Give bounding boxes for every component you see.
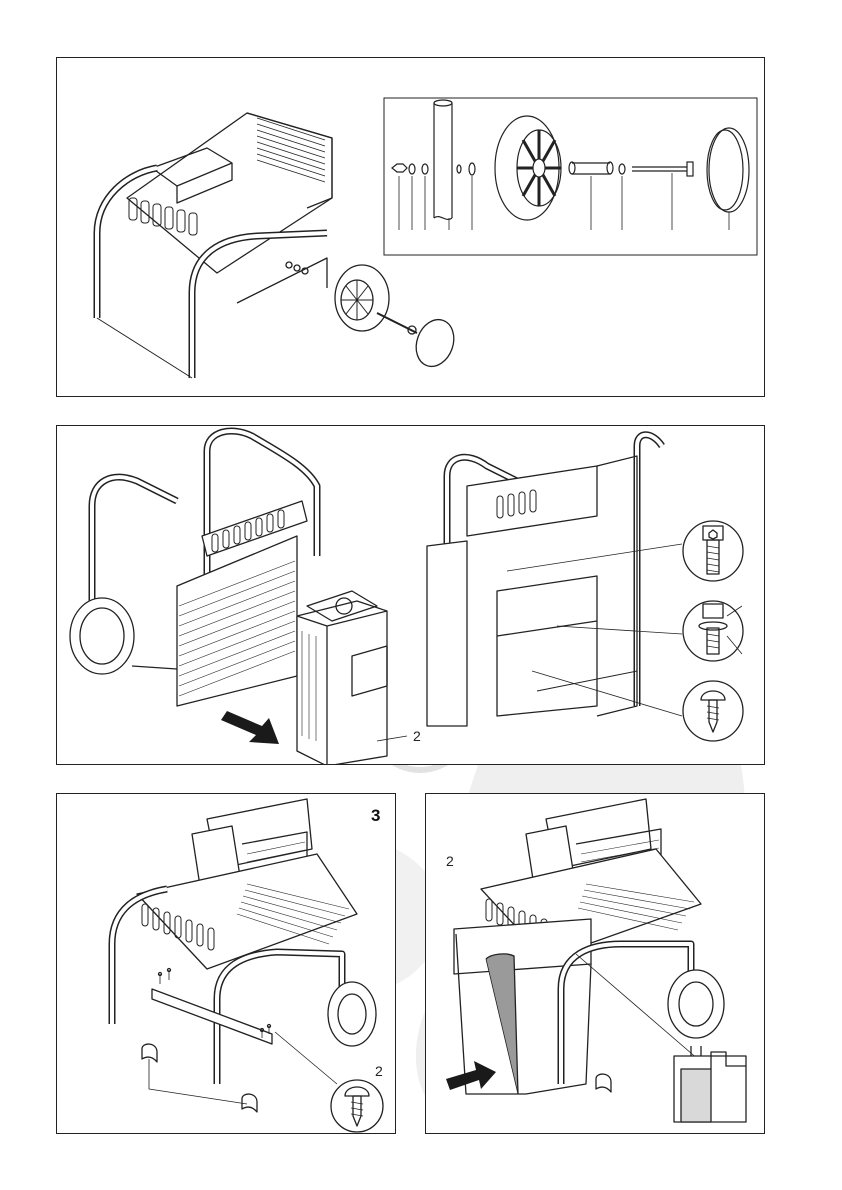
part-label-2: 2 [413, 729, 421, 743]
cap-screw-icon [683, 521, 743, 581]
remove-box-drawing [57, 426, 765, 765]
panel-remove-box: 2 [56, 425, 765, 765]
arrow-icon [221, 711, 279, 744]
self-tapping-screw-icon [683, 681, 743, 741]
part-label-2: 2 [446, 854, 454, 868]
self-tapping-screw-icon [331, 1080, 383, 1132]
screw-label-2: 2 [375, 1064, 383, 1078]
panel-wheel-assembly [56, 57, 765, 397]
cap-screw-icon [683, 601, 743, 661]
panel-mount-bracket: 3 2 [56, 793, 396, 1134]
arrow-icon [446, 1061, 496, 1090]
step-number: 3 [371, 807, 380, 824]
insert-box-drawing [426, 794, 765, 1134]
mount-bracket-drawing [57, 794, 396, 1134]
wheel-assembly-drawing [57, 58, 765, 397]
panel-insert-box: 2 [425, 793, 765, 1134]
